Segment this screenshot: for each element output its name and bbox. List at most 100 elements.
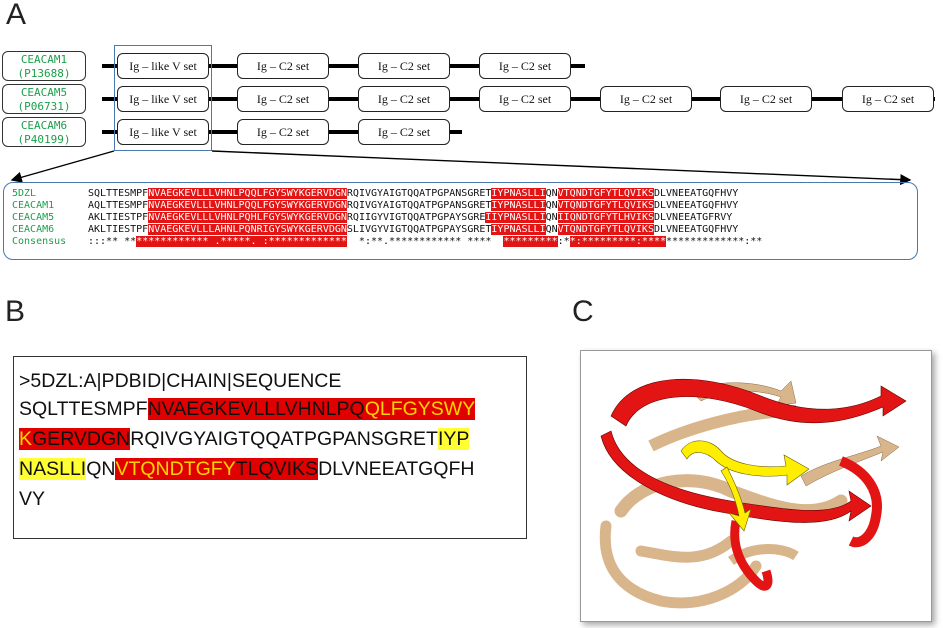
sequence-highlight-segment: GERVDGN: [32, 428, 131, 450]
alignment-highlight-segment: IYPNASLLI: [491, 188, 546, 199]
domain-ig-v-set: Ig – like V set: [117, 119, 209, 145]
alignment-segment: DLVNEEATGQFHVY: [653, 200, 739, 211]
alignment-seq-name: CEACAM5: [12, 212, 55, 223]
alignment-highlight-segment: VTQNDTGFYTLQVIKS: [557, 224, 654, 235]
ribbon-strand-yellow: [680, 440, 810, 486]
protein-label-ceacam1: CEACAM1(P13688): [2, 51, 86, 81]
ribbon-diagram: [599, 378, 907, 609]
zoom-arrow-lines: [10, 150, 912, 186]
alignment-highlight-segment: IYPNASLLI: [491, 224, 546, 235]
alignment-highlight-segment: IIQNDTGFYTLHVIKS: [557, 212, 654, 223]
ribbon-strand-tan: [635, 535, 737, 563]
protein-accession: (P40199): [17, 133, 71, 146]
domain-ig-c2-set: Ig – C2 set: [479, 86, 571, 112]
alignment-segment: AKLTIESTPF: [88, 224, 149, 235]
alignment-segment: AKLTIESTPF: [88, 212, 149, 223]
domain-ig-v-set: Ig – like V set: [117, 86, 209, 112]
sequence-box: >5DZL:A|PDBID|CHAIN|SEQUENCE SQLTTESMPFN…: [13, 356, 527, 539]
alignment-segment: RQIIGYVIGTQQATPGPAYSGRE: [346, 212, 486, 223]
protein-accession: (P13688): [17, 67, 71, 80]
alignment-segment: :*: [557, 236, 570, 247]
ribbon-strand-tan: [599, 520, 762, 609]
panel-label-b: B: [5, 295, 26, 328]
alignment-seq-name: CEACAM6: [12, 224, 55, 235]
protein-structure-image: [580, 350, 932, 622]
alignment-highlight-segment: VTQNDTGFYTLQVIKS: [557, 200, 654, 211]
alignment-segment: SLIVGYVIGTQQATPGPAYSGRET: [346, 224, 492, 235]
alignment-consensus-row: Consensus:::** ************** .*****. :*…: [12, 236, 762, 247]
sequence-line: NASLLIQNVTQNDTGFYTLQVIKSDLVNEEATGQFH: [19, 457, 474, 481]
alignment-panel: [3, 182, 918, 260]
alignment-highlight-segment: *:*********:****: [569, 236, 666, 247]
protein-name: CEACAM1: [20, 53, 68, 66]
alignment-seq-name: Consensus: [12, 236, 67, 247]
alignment-segment: DLVNEEATGQFHVY: [653, 188, 739, 199]
protein-label-ceacam6: CEACAM6(P40199): [2, 117, 86, 147]
alignment-segment: DLVNEEATGFRVY: [653, 212, 733, 223]
alignment-segment: :::** **: [88, 236, 137, 247]
sequence-segment: VY: [19, 488, 46, 510]
sequence-header: >5DZL:A|PDBID|CHAIN|SEQUENCE: [19, 370, 342, 392]
panel-label-c: C: [572, 295, 594, 328]
protein-label-ceacam5: CEACAM5(P06731): [2, 84, 86, 114]
alignment-highlight-segment: VTQNDTGFYTLQVIKS: [557, 188, 654, 199]
ribbon-strand-red: [600, 430, 872, 523]
protein-name: CEACAM6: [20, 119, 68, 132]
sequence-highlight-segment: IYP: [437, 428, 470, 450]
alignment-segment: *:**.************ ****: [346, 236, 504, 247]
alignment-highlight-segment: *********: [503, 236, 558, 247]
ribbon-strand-yellow: [720, 466, 752, 532]
sequence-segment: DLVNEEATGQFH: [318, 458, 475, 480]
alignment-segment: AQLTTESMPF: [88, 200, 149, 211]
alignment-segment: QN: [545, 212, 558, 223]
ribbon-strand-red: [838, 456, 882, 548]
alignment-segment: QN: [545, 224, 558, 235]
alignment-row: 5DZL SQLTTESMPFNVAEGKEVLLLVHNLPQQLFGYSWYK…: [12, 188, 738, 199]
domain-ig-c2-set: Ig – C2 set: [237, 86, 329, 112]
alignment-highlight-segment: ************ .*****. :*************: [136, 236, 347, 247]
alignment-segment: SQLTTESMPF: [88, 188, 149, 199]
domain-ig-c2-set: Ig – C2 set: [237, 53, 329, 79]
ribbon-strand-red: [730, 520, 773, 591]
sequence-segment: SQLTTESMPF: [19, 398, 148, 420]
protein-accession: (P06731): [17, 100, 71, 113]
domain-ig-c2-set: Ig – C2 set: [358, 86, 450, 112]
domain-ig-v-set: Ig – like V set: [117, 53, 209, 79]
alignment-row: CEACAM6 AKLTIESTPFNVAEGKEVLLLAHNLPQNRIGYS…: [12, 224, 738, 235]
zoom-highlight-rect: [114, 45, 212, 151]
ribbon-strand-red: [610, 378, 907, 427]
panel-label-a: A: [6, 0, 27, 31]
alignment-highlight-segment: NVAEGKEVLLLVHNLPQHLFGYSWYKGERVDGN: [148, 212, 347, 223]
domain-ig-c2-set: Ig – C2 set: [358, 119, 450, 145]
alignment-highlight-segment: NVAEGKEVLLLAHNLPQNRIGYSWYKGERVDGN: [148, 224, 347, 235]
sequence-line: VY: [19, 487, 45, 511]
alignment-segment: RQIVGYAIGTQQATPGPANSGRET: [346, 188, 492, 199]
alignment-row: CEACAM5 AKLTIESTPFNVAEGKEVLLLVHNLPQHLFGYS…: [12, 212, 732, 223]
domain-ig-c2-set: Ig – C2 set: [720, 86, 812, 112]
alignment-highlight-segment: NVAEGKEVLLLVHNLPQQLFGYSWYKGERVDGN: [148, 188, 347, 199]
sequence-highlight-segment: TLQVIKS: [235, 458, 319, 480]
sequence-segment: RQIVGYAIGTQQATPGPANSGRET: [130, 428, 438, 450]
sequence-highlight-segment: QLFGYSWY: [364, 398, 476, 420]
protein-name: CEACAM5: [20, 86, 68, 99]
alignment-segment: RQIVGYAIGTQQATPGPANSGRET: [346, 200, 492, 211]
domain-ig-c2-set: Ig – C2 set: [842, 86, 934, 112]
domain-ig-c2-set: Ig – C2 set: [358, 53, 450, 79]
domain-ig-c2-set: Ig – C2 set: [479, 53, 571, 79]
sequence-highlight-segment: NVAEGKEVLLLVHNLPQ: [147, 398, 365, 420]
sequence-line: KGERVDGNRQIVGYAIGTQQATPGPANSGRETIYP: [19, 427, 470, 451]
domain-ig-c2-set: Ig – C2 set: [237, 119, 329, 145]
sequence-highlight-segment: VTQNDTGFY: [115, 458, 236, 480]
domain-ig-c2-set: Ig – C2 set: [600, 86, 692, 112]
alignment-seq-name: 5DZL: [12, 188, 37, 199]
alignment-segment: *************:**: [666, 236, 763, 247]
alignment-highlight-segment: IIYPNASLLI: [485, 212, 546, 223]
alignment-segment: QN: [545, 188, 558, 199]
protein-chain-line: [102, 64, 585, 68]
sequence-line: SQLTTESMPFNVAEGKEVLLLVHNLPQQLFGYSWY: [19, 397, 476, 421]
alignment-seq-name: CEACAM1: [12, 200, 55, 211]
alignment-segment: QN: [545, 200, 558, 211]
alignment-segment: DLVNEEATGQFHVY: [653, 224, 739, 235]
alignment-highlight-segment: IYPNASLLI: [491, 200, 546, 211]
